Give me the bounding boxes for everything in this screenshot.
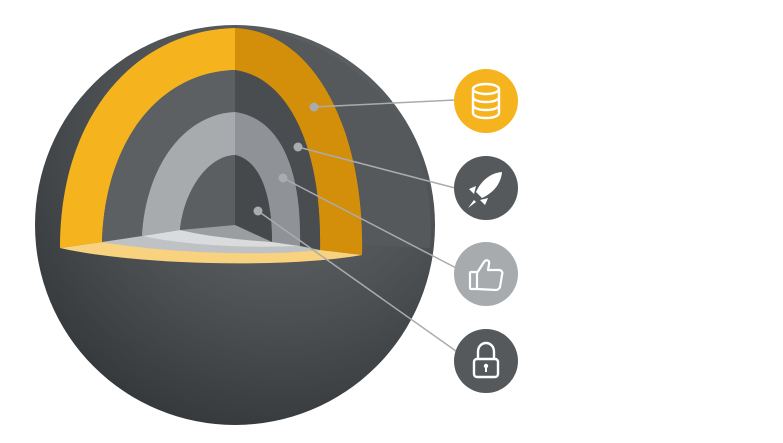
- outer-band-left: [60, 28, 235, 248]
- rocket-icon: [468, 172, 502, 208]
- layer-3-right: [235, 112, 301, 246]
- outer-band-right: [235, 28, 363, 255]
- lock-icon: [472, 341, 500, 379]
- layer-3-left: [142, 112, 235, 236]
- core-right: [235, 155, 272, 242]
- database-icon: [471, 82, 501, 120]
- outer-band-floor: [60, 242, 362, 264]
- leader-dots: [253, 102, 319, 216]
- leader-lines: [257, 99, 464, 357]
- layer-2-left: [102, 70, 235, 242]
- layer-2-right: [235, 70, 321, 250]
- core-left: [180, 155, 235, 230]
- core-floor: [180, 225, 272, 242]
- badge-rocket: [454, 156, 518, 220]
- layer-floor-inner: [142, 230, 300, 247]
- badge-lock: [454, 329, 518, 393]
- badge-thumbs-up: [454, 242, 518, 306]
- badge-database: [454, 69, 518, 133]
- thumbs-up-icon: [468, 259, 504, 292]
